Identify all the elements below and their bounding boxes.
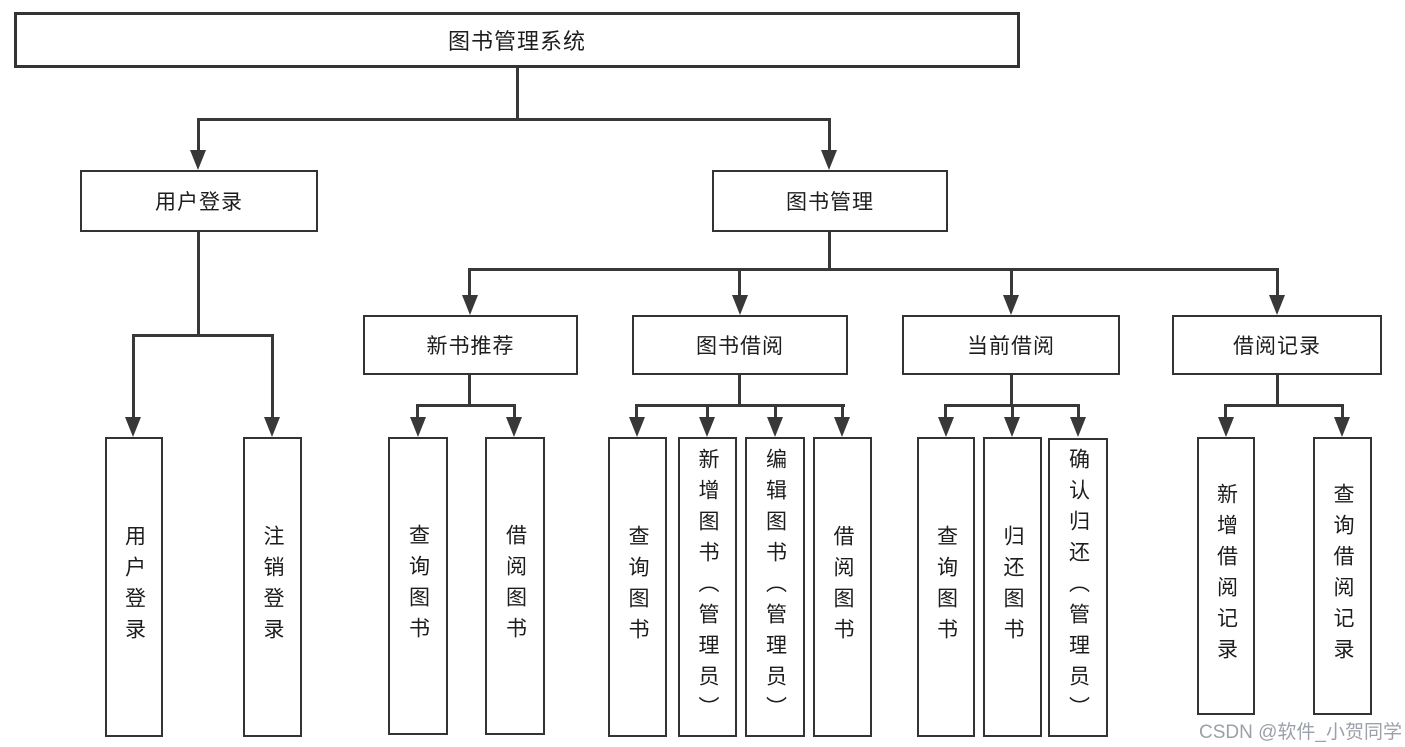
arrowhead (1004, 417, 1020, 437)
leaf-return-books: 归还图书 (983, 437, 1042, 737)
leaf-confirm-return-admin: 确认归还（管理员） (1048, 438, 1108, 737)
leaf-borrow-books-recommend: 借阅图书 (485, 437, 545, 735)
connector-drop-user-login (197, 118, 200, 154)
leaf-logout: 注销登录 (243, 437, 302, 737)
arrowhead (732, 295, 748, 315)
connector-drop-borrowing-records (1276, 268, 1279, 299)
connector-drop (841, 404, 844, 421)
connector-stem-root (516, 68, 519, 120)
connector-stem-new-book-recommend (468, 375, 471, 406)
arrowhead (190, 150, 206, 170)
connector-stem-user-login (197, 232, 200, 336)
connector-drop (706, 404, 709, 421)
connector-drop (635, 404, 638, 421)
node-user-login: 用户登录 (80, 170, 318, 232)
node-library-system: 图书管理系统 (14, 12, 1020, 68)
connector-rail-new-book-recommend (416, 404, 516, 407)
node-current-borrowing: 当前借阅 (902, 315, 1120, 375)
node-new-book-recommend: 新书推荐 (363, 315, 578, 375)
connector-drop (1224, 404, 1227, 421)
connector-drop-current-borrowing (1010, 268, 1013, 299)
arrowhead (699, 417, 715, 437)
connector-rail-user-login (132, 334, 273, 337)
connector-drop (944, 404, 947, 421)
leaf-edit-book-admin: 编辑图书（管理员） (745, 437, 805, 737)
leaf-add-book-admin: 新增图书（管理员） (678, 437, 737, 737)
arrowhead (462, 295, 478, 315)
connector-rail-level3 (468, 268, 1279, 271)
connector-rail-book-borrowing (635, 404, 845, 407)
leaf-query-books-current: 查询图书 (917, 437, 975, 737)
connector-drop-logout-leaf (271, 334, 274, 421)
arrowhead (821, 150, 837, 170)
node-book-management: 图书管理 (712, 170, 948, 232)
connector-stem-current-borrowing (1010, 375, 1013, 406)
connector-drop-new-book-recommend (468, 268, 471, 299)
connector-drop (774, 404, 777, 421)
connector-stem-borrowing-records (1276, 375, 1279, 406)
leaf-query-books-borrowing: 查询图书 (608, 437, 667, 737)
arrowhead (767, 417, 783, 437)
connector-drop (513, 404, 516, 421)
leaf-query-borrow-record: 查询借阅记录 (1313, 437, 1372, 715)
arrowhead (1218, 417, 1234, 437)
arrowhead (1070, 417, 1086, 437)
connector-drop-login-leaf (132, 334, 135, 421)
connector-drop-book-borrowing (738, 268, 741, 299)
connector-rail-level2 (197, 118, 831, 121)
arrowhead (506, 417, 522, 437)
connector-drop (1011, 404, 1014, 421)
leaf-query-books-recommend: 查询图书 (388, 437, 448, 735)
arrowhead (938, 417, 954, 437)
leaf-user-login: 用户登录 (105, 437, 163, 737)
arrowhead (1269, 295, 1285, 315)
csdn-watermark: CSDN @软件_小贺同学 (1199, 722, 1402, 743)
connector-drop (1341, 404, 1344, 421)
connector-drop (416, 404, 419, 421)
arrowhead (410, 417, 426, 437)
arrowhead (125, 417, 141, 437)
arrowhead (264, 417, 280, 437)
arrowhead (1334, 417, 1350, 437)
connector-drop-book-management (828, 118, 831, 154)
node-book-borrowing: 图书借阅 (632, 315, 848, 375)
connector-stem-book-management (828, 232, 831, 270)
connector-drop (1077, 404, 1080, 421)
leaf-borrow-books: 借阅图书 (813, 437, 872, 737)
connector-stem-book-borrowing (738, 375, 741, 406)
node-borrowing-records: 借阅记录 (1172, 315, 1382, 375)
arrowhead (629, 417, 645, 437)
connector-rail-borrowing-records (1224, 404, 1344, 407)
arrowhead (1003, 295, 1019, 315)
leaf-add-borrow-record: 新增借阅记录 (1197, 437, 1255, 715)
arrowhead (834, 417, 850, 437)
